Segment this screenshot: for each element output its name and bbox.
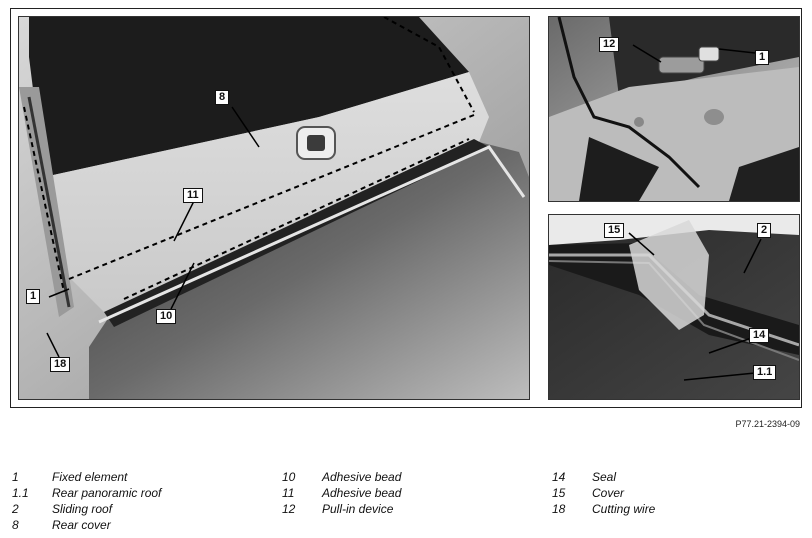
legend-item: 10 Adhesive bead	[282, 469, 401, 485]
legend-number: 14	[552, 470, 566, 484]
reference-code: P77.21-2394-09	[735, 419, 800, 429]
legend-label: Pull-in device	[322, 502, 394, 516]
legend-number: 15	[552, 486, 566, 500]
legend-number: 8	[12, 518, 19, 532]
legend-number: 10	[282, 470, 296, 484]
legend-item: 12 Pull-in device	[282, 501, 401, 517]
callout-14: 14	[749, 328, 770, 343]
legend-column-3: 14 Seal 15 Cover 18 Cutting wire	[552, 469, 655, 517]
callout-11: 11	[183, 188, 203, 203]
legend-number: 18	[552, 502, 566, 516]
legend-item: 1 Fixed element	[12, 469, 161, 485]
pull-in-device-photo: 12 1	[548, 16, 800, 202]
legend-label: Cover	[592, 486, 625, 500]
callout-1-1: 1.1	[753, 365, 777, 380]
seal-cover-drawing	[549, 215, 799, 399]
callout-15: 15	[604, 223, 625, 238]
legend-number: 2	[12, 502, 19, 516]
legend-item: 8 Rear cover	[12, 517, 161, 533]
legend-number: 11	[282, 486, 295, 500]
seal-cover-photo: 15 2 14 1.1	[548, 214, 800, 400]
legend-item: 2 Sliding roof	[12, 501, 161, 517]
callout-1: 1	[26, 289, 41, 304]
legend-item: 11 Adhesive bead	[282, 485, 401, 501]
callout-10: 10	[156, 309, 177, 324]
legend-number: 1.1	[12, 486, 29, 500]
callout-18: 18	[50, 357, 71, 372]
legend-label: Seal	[592, 470, 617, 484]
legend-number: 12	[282, 502, 296, 516]
legend-item: 14 Seal	[552, 469, 655, 485]
legend-label: Sliding roof	[52, 502, 113, 516]
legend-number: 1	[12, 470, 19, 484]
legend-item: 1.1 Rear panoramic roof	[12, 485, 161, 501]
main-photo-drawing	[19, 17, 529, 399]
legend-label: Rear panoramic roof	[52, 486, 162, 500]
legend-item: 15 Cover	[552, 485, 655, 501]
legend-label: Adhesive bead	[322, 470, 402, 484]
legend-item: 18 Cutting wire	[552, 501, 655, 517]
pull-in-device-drawing	[549, 17, 799, 201]
main-photo: 8 11 1 10 18	[18, 16, 530, 400]
callout-12: 12	[599, 37, 620, 52]
callout-1-detail: 1	[755, 50, 770, 65]
callout-8: 8	[215, 90, 230, 105]
legend-label: Rear cover	[52, 518, 111, 532]
legend-label: Fixed element	[52, 470, 128, 484]
legend-label: Cutting wire	[592, 502, 656, 516]
callout-2: 2	[757, 223, 772, 238]
legend-label: Adhesive bead	[322, 486, 402, 500]
legend-column-1: 1 Fixed element 1.1 Rear panoramic roof 2 S…	[12, 469, 161, 533]
